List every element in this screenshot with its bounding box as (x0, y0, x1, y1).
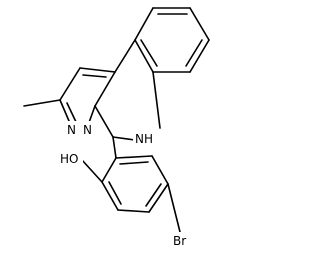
methyl-bond (23, 99, 61, 107)
bromophenol-ring (101, 136, 169, 213)
atom-label-hydroxyl: HO (60, 152, 78, 166)
atom-label-n1: N (67, 123, 76, 137)
molecule-structure-drawing: NH N N HO Br (23, 7, 210, 248)
atom-label-nh: NH (135, 132, 153, 146)
atom-label-bromine: Br (173, 234, 186, 248)
bromo-bond (167, 183, 181, 233)
hydroxyl-bond (81, 159, 103, 183)
benzene-ring-top (134, 7, 210, 73)
pyrazole-ring (59, 67, 116, 129)
atom-label-n2: N (83, 123, 92, 137)
dihydropyrimidine-ring (94, 39, 161, 141)
